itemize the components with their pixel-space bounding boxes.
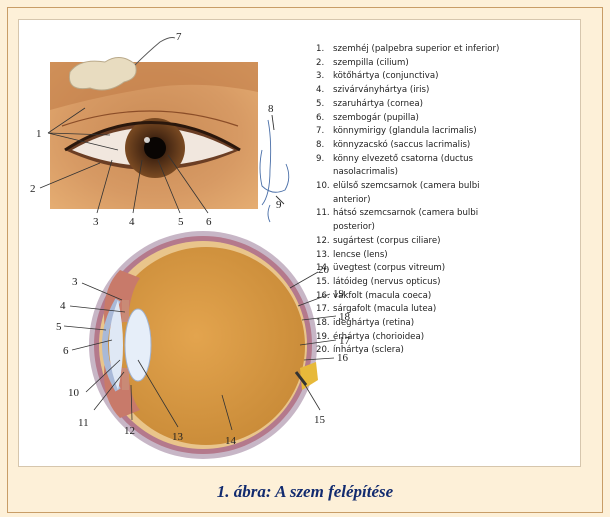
- section-label-10: 10: [68, 387, 80, 399]
- section-label-6: 6: [63, 345, 69, 357]
- legend-item: 3.kötőhártya (conjunctiva): [316, 70, 556, 84]
- legend-item: 16.vakfolt (macula coeca): [316, 290, 556, 304]
- section-label-13: 13: [172, 431, 184, 443]
- legend-item: 18.ideghártya (retina): [316, 317, 556, 331]
- legend-item: 8.könnyzacskó (saccus lacrimalis): [316, 139, 556, 153]
- figure-caption: 1. ábra: A szem felépítése: [0, 482, 610, 502]
- section-label-11: 11: [78, 417, 89, 429]
- legend-item: 11.hátsó szemcsarnok (camera bulbi: [316, 207, 556, 221]
- section-label-15: 15: [314, 414, 326, 426]
- legend-item: 12.sugártest (corpus ciliare): [316, 235, 556, 249]
- photo-label-4: 4: [129, 216, 135, 228]
- anatomy-legend: 1.szemhéj (palpebra superior et inferior…: [316, 43, 556, 358]
- legend-item: posterior): [316, 221, 556, 235]
- photo-label-7: 7: [176, 31, 182, 43]
- legend-item: 15.látóideg (nervus opticus): [316, 276, 556, 290]
- photo-label-1: 1: [36, 128, 42, 140]
- section-label-5: 5: [56, 321, 62, 333]
- photo-label-2: 2: [30, 183, 36, 195]
- photo-label-9: 9: [276, 199, 282, 211]
- legend-item: 19.érhártya (chorioidea): [316, 331, 556, 345]
- legend-item: 2.szempilla (cilium): [316, 57, 556, 71]
- legend-item: anterior): [316, 194, 556, 208]
- section-label-14: 14: [225, 435, 237, 447]
- legend-item: 13.lencse (lens): [316, 249, 556, 263]
- photo-label-8: 8: [268, 103, 274, 115]
- section-label-3: 3: [72, 276, 78, 288]
- section-label-12: 12: [124, 425, 135, 437]
- legend-item: 5.szaruhártya (cornea): [316, 98, 556, 112]
- lacrimal-duct-sketch: [260, 120, 289, 222]
- legend-item: 7.könnymirigy (glandula lacrimalis): [316, 125, 556, 139]
- legend-item: nasolacrimalis): [316, 166, 556, 180]
- legend-item: 1.szemhéj (palpebra superior et inferior…: [316, 43, 556, 57]
- legend-item: 9.könny elvezető csatorna (ductus: [316, 153, 556, 167]
- legend-item: 14.üvegtest (corpus vitreum): [316, 262, 556, 276]
- photo-label-5: 5: [178, 216, 184, 228]
- photo-label-3: 3: [93, 216, 99, 228]
- legend-item: 10.elülső szemcsarnok (camera bulbi: [316, 180, 556, 194]
- legend-item: 4.szivárványhártya (iris): [316, 84, 556, 98]
- legend-item: 17.sárgafolt (macula lutea): [316, 303, 556, 317]
- section-label-4: 4: [60, 300, 66, 312]
- legend-item: 20.ínhártya (sclera): [316, 344, 556, 358]
- photo-label-6: 6: [206, 216, 212, 228]
- legend-item: 6.szembogár (pupilla): [316, 112, 556, 126]
